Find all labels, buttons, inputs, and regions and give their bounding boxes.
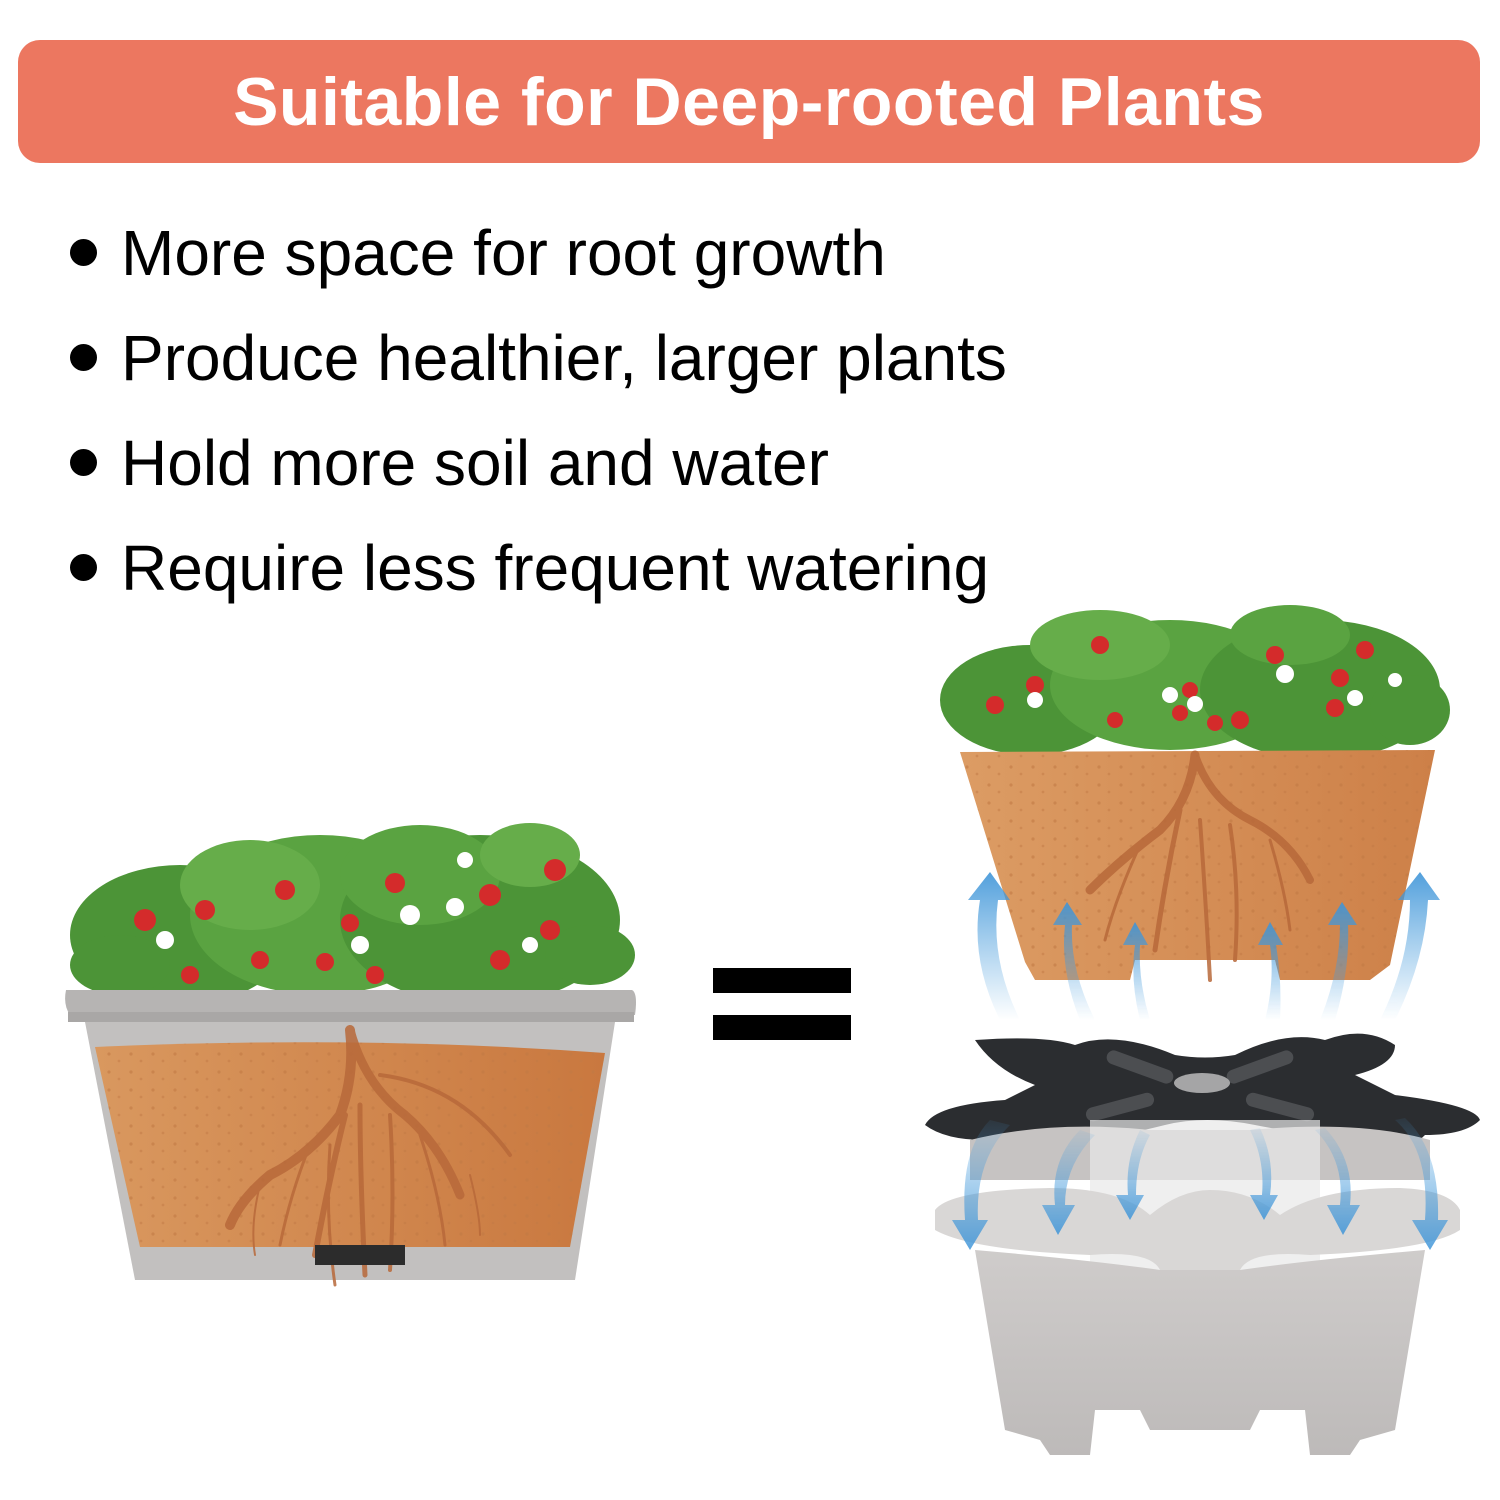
banner-title: Suitable for Deep-rooted Plants (233, 63, 1265, 140)
bullet-icon (70, 554, 97, 581)
equals-bar-bottom (713, 1015, 851, 1040)
feature-text: Produce healthier, larger plants (121, 321, 1007, 394)
bullet-icon (70, 344, 97, 371)
soil-block-with-roots-icon (940, 600, 1460, 1020)
bullet-icon (70, 239, 97, 266)
flower-icon (1027, 665, 1402, 712)
planter-base-icon (930, 1110, 1470, 1470)
feature-text: Hold more soil and water (121, 426, 829, 499)
foliage-icon (940, 605, 1450, 760)
separator-plate-icon (925, 1025, 1480, 1155)
feature-text: Require less frequent watering (121, 531, 990, 604)
foliage-icon (70, 823, 635, 1005)
strawberry-icon (134, 859, 566, 984)
water-down-arrow-icon (952, 1118, 1448, 1250)
feature-item: Require less frequent watering (70, 515, 1007, 620)
planter-with-roots-icon (60, 815, 640, 1305)
feature-item: Hold more soil and water (70, 410, 1007, 515)
title-banner: Suitable for Deep-rooted Plants (18, 40, 1480, 163)
bullet-icon (70, 449, 97, 476)
feature-text: More space for root growth (121, 216, 886, 289)
feature-item: More space for root growth (70, 200, 1007, 305)
flower-icon (156, 852, 538, 954)
feature-list: More space for root growth Produce healt… (70, 200, 1007, 620)
equals-icon (713, 968, 851, 1040)
equals-bar-top (713, 968, 851, 993)
roots-icon (1085, 750, 1314, 982)
feature-item: Produce healthier, larger plants (70, 305, 1007, 410)
strawberry-icon (986, 636, 1374, 731)
airflow-up-arrow-icon (968, 872, 1440, 1020)
